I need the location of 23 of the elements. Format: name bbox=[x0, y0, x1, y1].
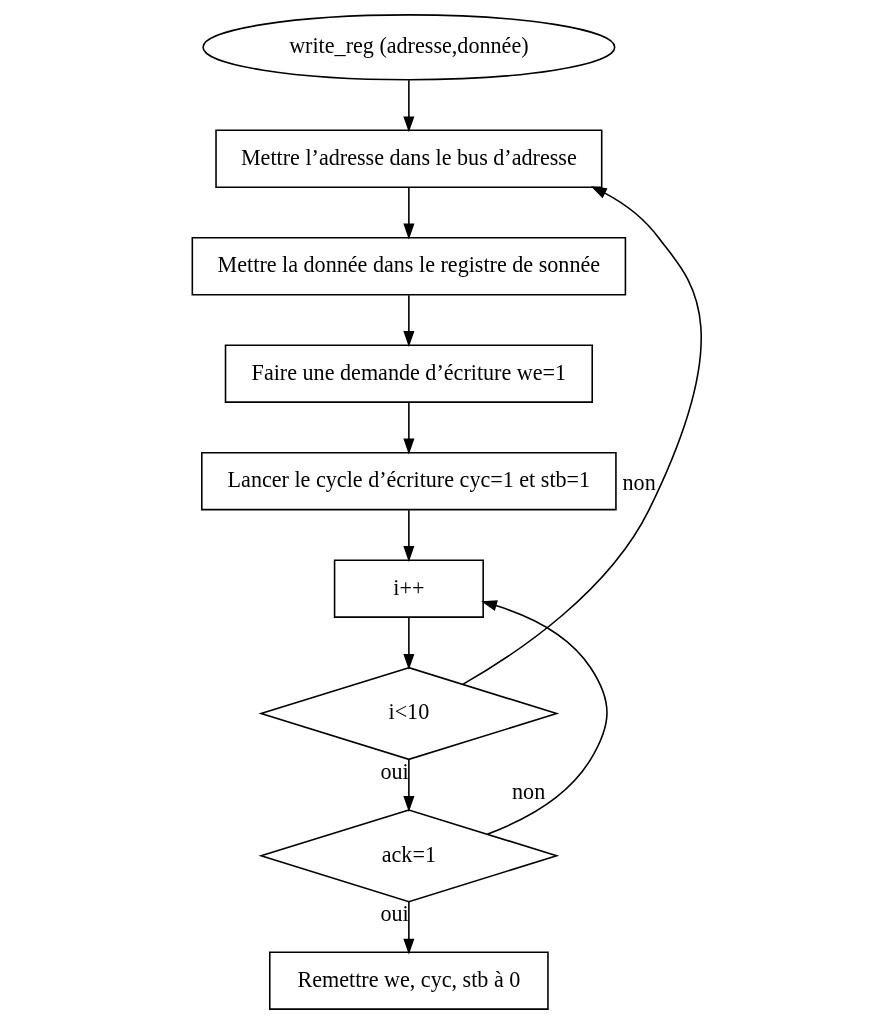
node-box: Lancer le cycle d’écriture cyc=1 et stb=1 bbox=[200, 451, 617, 511]
arrow bbox=[402, 509, 414, 562]
edge-label: oui bbox=[380, 900, 409, 926]
edge-label: non bbox=[622, 469, 656, 495]
node-ellipse: write_reg (adresse,donnée) bbox=[201, 14, 615, 81]
node-diamond: ack=1 bbox=[257, 809, 559, 903]
arrow bbox=[402, 186, 414, 240]
arrow bbox=[402, 759, 414, 812]
arrow bbox=[402, 616, 414, 670]
node-box: i++ bbox=[333, 559, 484, 618]
arrow bbox=[402, 294, 414, 347]
node-box: Mettre l’adresse dans le bus d’adresse bbox=[214, 129, 602, 188]
arrow bbox=[402, 901, 414, 955]
arrow bbox=[461, 186, 702, 686]
arrow bbox=[480, 600, 608, 835]
node-box: Remettre we, cyc, stb à 0 bbox=[268, 951, 549, 1010]
edge-label: oui bbox=[380, 758, 409, 784]
node-box: Faire une demande d’écriture we=1 bbox=[224, 344, 593, 403]
arrow bbox=[402, 79, 414, 133]
arrow bbox=[402, 401, 414, 455]
node-box: Mettre la donnée dans le registre de sonnée bbox=[191, 237, 626, 296]
edge-label: non bbox=[511, 779, 545, 805]
node-diamond: i<10 bbox=[257, 666, 559, 761]
